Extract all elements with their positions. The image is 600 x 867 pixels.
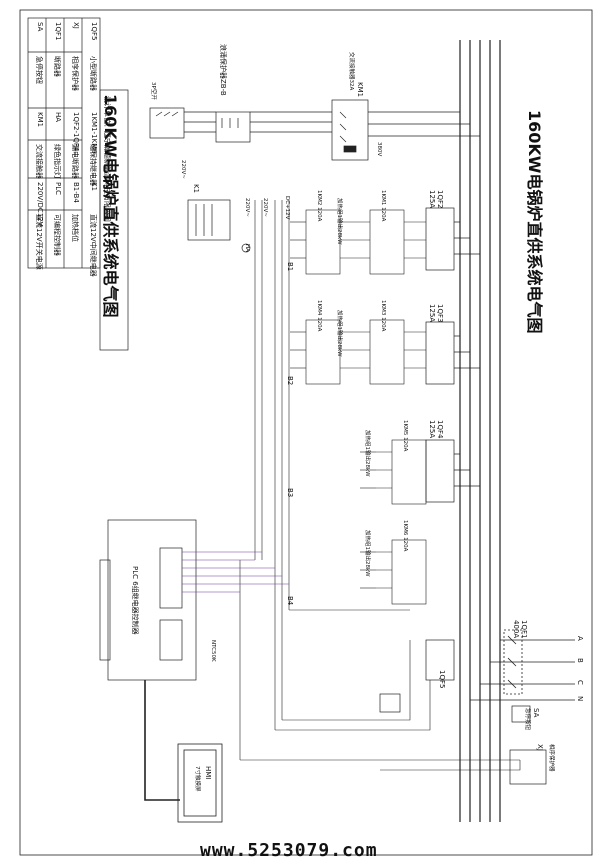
control-wires (239, 200, 521, 771)
legend-name-1qf1: 断路器 (53, 56, 61, 77)
legend-name-km1: 交流接触器 (35, 144, 43, 179)
b3-label: B3 (286, 488, 294, 498)
drawing-frame (19, 9, 593, 856)
km-group-4: 1KM4 120A (316, 300, 322, 332)
heater-label-4: 加热组1输出28kW (364, 530, 370, 577)
xj-desc: 相序保护器 (548, 744, 554, 772)
b4-label: B4 (286, 596, 294, 606)
b2-label: B2 (286, 376, 294, 386)
heater-label-3: 加热组1输出28kW (364, 430, 370, 477)
diagram-title: 160KW电锅炉直供系统电气图 (525, 110, 544, 334)
v380-label: 380V (376, 142, 382, 157)
legend-code-sa: SA (36, 22, 44, 32)
bus-c-label: C (576, 680, 584, 685)
main-breaker-1qf1 (503, 629, 523, 695)
plc-controller (99, 519, 197, 681)
legend-name-dc: 直流12V开关电源 (35, 214, 43, 270)
three-pole-switch (149, 107, 185, 139)
legend-name-k1: 直流12V中间继电器 (89, 214, 97, 277)
heater-terminals (290, 221, 376, 589)
legend-name-b: 加热档位 (71, 214, 79, 242)
legend-table (27, 17, 129, 351)
branch-breakers (425, 207, 480, 681)
switch3p-label: 3P空开 (150, 82, 156, 100)
km-group-5: 1KM5 120A (402, 420, 408, 452)
legend-name-1km: 磁保持继电器 (89, 144, 97, 186)
km-group-2: 1KM2 120A (316, 190, 322, 222)
v220-label-b: 220V~ (244, 198, 250, 217)
bus-a-label: A (576, 636, 584, 641)
k1-relay (187, 199, 251, 253)
km1-label: KM1 (356, 82, 364, 98)
sa-desc: 急停按钮 (524, 708, 530, 731)
plc-wires (182, 551, 289, 593)
legend-code-plc: PLC (54, 182, 62, 196)
v220-label-c: 220V~ (262, 198, 268, 217)
bus-bars (459, 40, 501, 822)
sa-label: SA (532, 708, 540, 718)
hmi-label: HMI (204, 766, 212, 780)
legend-name-ha: 绿色指示灯 (53, 144, 61, 179)
breaker-1qf2-label: 1QF2 (436, 190, 444, 209)
legend-name-xj: 相序保护器 (71, 56, 79, 91)
bus-b-label: B (576, 658, 584, 663)
power-input-lines (184, 111, 480, 137)
breaker-1qf4-label: 1QF4 (436, 420, 444, 439)
hmi-screen (177, 743, 223, 823)
legend-code-k1: K1 (90, 182, 98, 192)
hmi-link (144, 680, 180, 801)
company-name: 设计单位：辽宁瀚德新能源科技有限公司 (103, 96, 111, 222)
heater-label-1: 加热组1输出28kW (336, 198, 342, 245)
heater-label-2: 加热组1输出28kW (336, 310, 342, 357)
relay-groups (305, 209, 427, 605)
xj-label: XJ (536, 744, 544, 751)
hmi-desc: 7寸触摸屏 (194, 766, 200, 792)
km1-desc: 交流接触器32A (348, 52, 354, 91)
legend-code-qf5: 1QF5 (90, 22, 98, 41)
km-group-3: 1KM3 120A (380, 300, 386, 332)
supply-lines (470, 639, 575, 701)
legend-code-ha: HA (54, 112, 62, 123)
v220-label-a: 220V~ (180, 160, 186, 179)
surge-label: 浪涌保护器ZB-B (219, 44, 227, 96)
plc-label: PLC 6组继电器控制器 (131, 566, 139, 635)
main-breaker-amp: 400A (512, 620, 520, 639)
footer-url: www.5253079.com (200, 840, 378, 861)
breaker-amp-3: 125A (428, 420, 436, 439)
km-group-1: 1KM1 120A (380, 190, 386, 222)
legend-code-km1: KM1 (36, 112, 44, 128)
qf5-label: 1QF5 (438, 670, 446, 689)
legend-name-plc: 可编程控制器 (53, 214, 61, 256)
ntc-label: NTC50K (210, 640, 216, 662)
dc12-label: DC+12V (284, 196, 290, 220)
km-group-6: 1KM6 120A (402, 520, 408, 552)
legend-name-qf5: 小型断路器 (89, 56, 97, 91)
k1-label: K1 (192, 184, 200, 194)
sa-estop (511, 705, 531, 723)
legend-name-sa: 急停按钮 (35, 56, 43, 84)
main-breaker-label: 1QF1 (520, 620, 528, 639)
bus-n-label: N (576, 696, 584, 702)
breaker-amp-2: 125A (428, 304, 436, 323)
legend-code-xj: XJ (72, 22, 80, 29)
b1-label: B1 (286, 262, 294, 272)
ha-label: HA (244, 244, 250, 252)
legend-code-b: B1-B4 (72, 182, 80, 203)
breaker-amp-1: 125A (428, 190, 436, 209)
xj-protector (509, 749, 547, 785)
breaker-1qf3-label: 1QF3 (436, 304, 444, 323)
km1-contactor (331, 99, 369, 161)
qf5-breaker (379, 693, 401, 713)
surge-protector (215, 111, 251, 143)
legend-name-qf2: 漏电断路器 (71, 144, 79, 179)
legend-code-1qf1: 1QF1 (54, 22, 62, 41)
